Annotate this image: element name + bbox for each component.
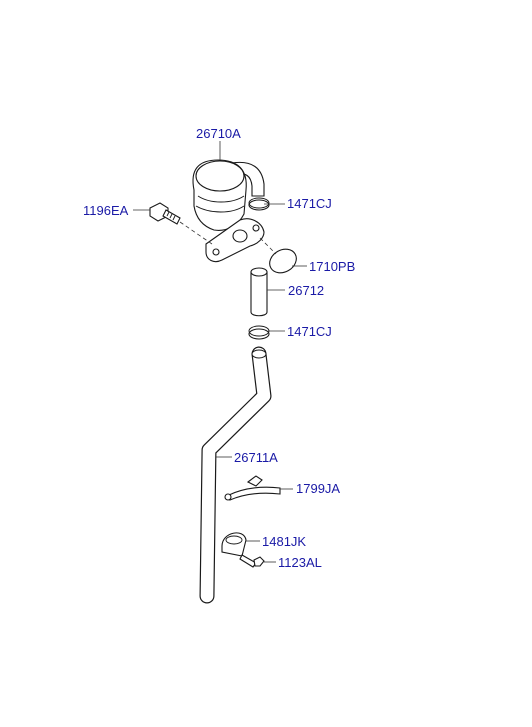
band-1799ja <box>224 475 281 501</box>
breather-filter <box>192 159 265 263</box>
screw-1123al <box>239 554 265 568</box>
label-clamp-lower: 1471CJ <box>287 324 332 339</box>
label-screw: 1123AL <box>278 555 322 570</box>
gasket-1710pb <box>259 237 297 274</box>
leader-lines <box>133 141 307 563</box>
label-clamp-upper: 1471CJ <box>287 196 332 211</box>
bracket-1481jk <box>221 532 247 557</box>
hose-26712 <box>250 267 268 317</box>
label-band: 1799JA <box>296 481 340 496</box>
label-pipe: 26711A <box>234 450 278 465</box>
clamp-lower <box>248 325 270 340</box>
label-gasket: 1710PB <box>309 259 355 274</box>
label-breather-filter: 26710A <box>196 126 241 141</box>
bolt-1196ea <box>149 202 213 245</box>
label-bolt: 1196EA <box>83 203 129 218</box>
pipe-26711a <box>199 346 272 604</box>
label-hose-short: 26712 <box>288 283 324 298</box>
clamp-upper <box>248 197 270 211</box>
label-bracket: 1481JK <box>262 534 306 549</box>
